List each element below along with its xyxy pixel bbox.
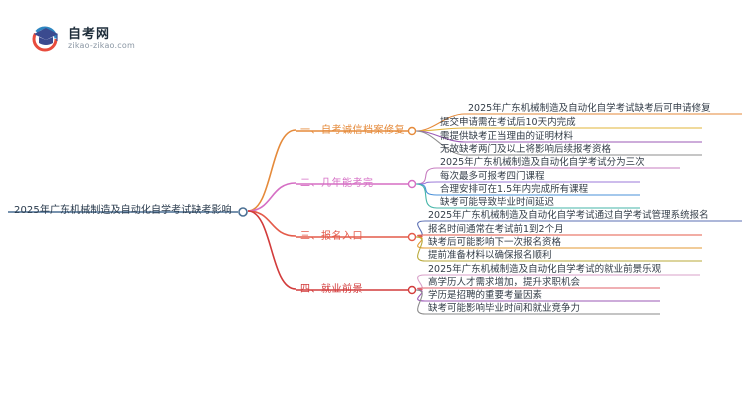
root-node — [238, 207, 248, 217]
branch-label-2[interactable]: 三、报名入口 — [300, 231, 363, 242]
leaf-1-0[interactable]: 2025年广东机械制造及自动化自学考试分为三次 — [440, 157, 645, 168]
leaf-1-3[interactable]: 缺考可能导致毕业时间延迟 — [440, 197, 555, 208]
leaf-connector-2-3 — [415, 236, 426, 262]
leaf-0-2[interactable]: 需提供缺考正当理由的证明材料 — [440, 131, 574, 142]
leaf-2-3[interactable]: 提前准备材料以确保报名顺利 — [428, 250, 552, 261]
leaf-connector-1-3 — [415, 183, 438, 209]
leaf-3-0[interactable]: 2025年广东机械制造及自动化自学考试的就业前景乐观 — [428, 264, 662, 275]
branch-label-1[interactable]: 二、几年能考完 — [300, 178, 374, 189]
leaf-1-1[interactable]: 每次最多可报考四门课程 — [440, 171, 545, 182]
branch-node-2 — [407, 232, 417, 242]
branch-node-3 — [407, 285, 417, 295]
branch-label-0[interactable]: 一、自考诚信档案修复 — [300, 125, 405, 136]
branch-node-0 — [407, 126, 417, 136]
leaf-2-0[interactable]: 2025年广东机械制造及自动化自学考试通过自学考试管理系统报名 — [428, 210, 709, 221]
site-url: zikao-zikao.com — [68, 41, 135, 50]
branch-connector-3 — [247, 210, 297, 290]
branch-node-1 — [407, 179, 417, 189]
branch-label-3[interactable]: 四、就业前景 — [300, 284, 363, 295]
leaf-0-0[interactable]: 2025年广东机械制造及自动化自学考试缺考后可申请修复 — [468, 103, 711, 114]
leaf-2-1[interactable]: 报名时间通常在考试前1到2个月 — [428, 224, 564, 235]
leaf-3-1[interactable]: 高学历人才需求增加，提升求职机会 — [428, 277, 581, 288]
leaf-0-3[interactable]: 无故缺考两门及以上将影响后续报考资格 — [440, 144, 612, 155]
leaf-2-2[interactable]: 缺考后可能影响下一次报名资格 — [428, 237, 562, 248]
leaf-1-2[interactable]: 合理安排可在1.5年内完成所有课程 — [440, 184, 589, 195]
site-logo[interactable]: 自考网 zikao-zikao.com — [30, 22, 140, 54]
leaf-0-1[interactable]: 提交申请需在考试后10天内完成 — [440, 117, 576, 128]
branch-connector-2 — [247, 210, 297, 237]
graduation-cap-icon — [32, 26, 58, 52]
leaf-connector-1-2 — [415, 183, 438, 196]
leaf-3-2[interactable]: 学历是招聘的重要考量因素 — [428, 290, 543, 301]
site-title: 自考网 — [68, 27, 111, 42]
branch-connector-1 — [247, 182, 297, 212]
leaf-3-3[interactable]: 缺考可能影响毕业时间和就业竞争力 — [428, 303, 581, 314]
leaf-connector-0-3 — [415, 130, 466, 156]
leaf-connector-3-3 — [415, 289, 426, 315]
branch-connector-0 — [247, 129, 297, 212]
root-topic[interactable]: 2025年广东机械制造及自动化自学考试缺考影响 — [14, 205, 232, 216]
